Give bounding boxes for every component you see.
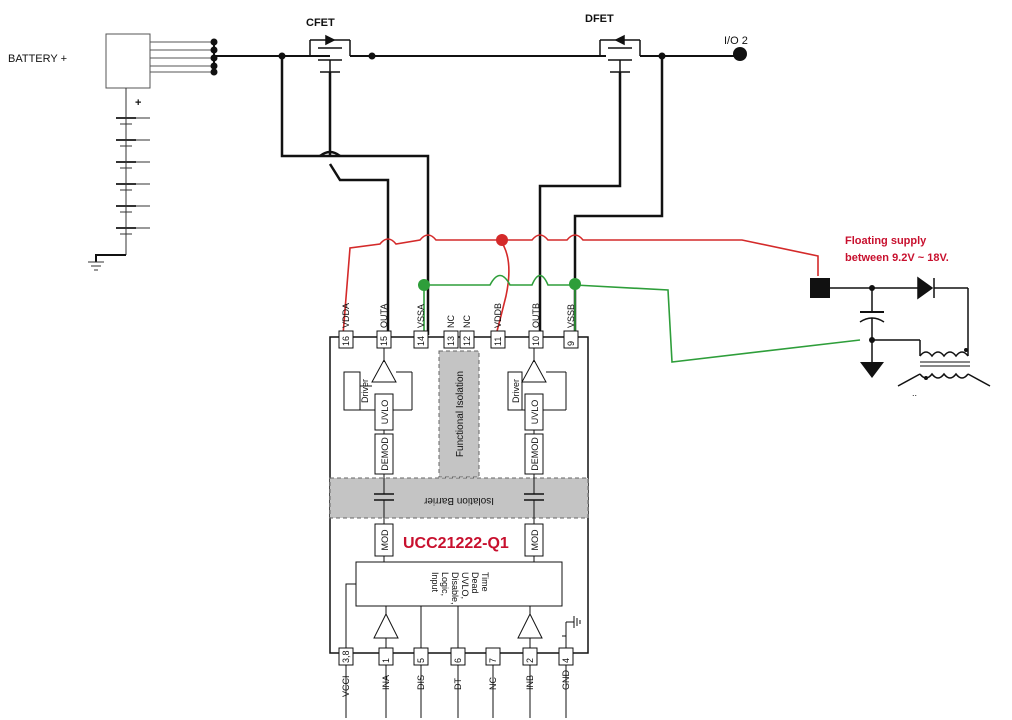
supply-circuit (830, 276, 969, 362)
svg-text:..: .. (912, 388, 917, 398)
top-pin-number-11: 11 (493, 337, 503, 346)
top-pin-box-12 (459, 330, 475, 349)
top-pin-name-nc-13: NC (446, 315, 456, 328)
battery-connector-box (105, 33, 151, 89)
battery-cell-stack (116, 88, 150, 255)
input-logic-text: Input Logic, Disable, UVLO, Dead Time (430, 572, 490, 605)
green-return-wire (423, 274, 861, 363)
uvlo-b-label: UVLO (530, 400, 540, 425)
top-pin-number-13: 13 (446, 336, 456, 346)
cfet-mosfet-icon (309, 34, 351, 73)
bottom-pin-number-3,8: 3,8 (341, 650, 351, 663)
battery-ground-wire (95, 254, 126, 262)
chip-name: UCC21222-Q1 (403, 535, 509, 552)
green-junction-dot-right (569, 278, 581, 290)
connector-wires (150, 41, 214, 73)
red-junction-dot (496, 234, 508, 246)
green-junction-dot-left (418, 279, 430, 291)
top-pin-number-16: 16 (341, 336, 351, 346)
battery-plus: + (135, 97, 141, 109)
top-pin-number-15: 15 (379, 336, 389, 346)
svg-text:Logic,: Logic, (440, 572, 450, 596)
bottom-pin-number-5: 5 (416, 658, 426, 663)
functional-isolation-block (438, 350, 480, 478)
io-terminal (733, 47, 747, 61)
mod-a-label: MOD (380, 529, 390, 550)
top-pin-name-nc-12: NC (462, 315, 472, 328)
top-pin-box-15 (376, 330, 392, 349)
ground-icon (88, 261, 104, 271)
top-pin-box-10 (528, 330, 544, 349)
top-pin-number-14: 14 (416, 336, 426, 346)
top-pin-box-13 (443, 330, 459, 349)
chip-ground-icon (566, 616, 581, 628)
bottom-pin-number-2: 2 (525, 658, 535, 663)
bottom-pin-number-7: 7 (488, 658, 498, 663)
svg-text:Time: Time (480, 572, 490, 592)
top-pin-number-10: 10 (531, 336, 541, 346)
driver-a-label: Driver (360, 379, 370, 403)
functional-isolation-label: Functional Isolation (455, 371, 466, 457)
isolation-barrier (329, 477, 589, 519)
top-pin-name-vddb-11: VDDB (493, 303, 503, 328)
mod-b-label: MOD (530, 529, 540, 550)
top-pin-name-vdda-16: VDDA (341, 303, 351, 328)
input-logic-block (355, 561, 563, 607)
top-pin-box-9 (563, 330, 579, 349)
top-pin-name-vssb-9: VSSB (566, 304, 576, 328)
battery-label: BATTERY + (8, 53, 67, 65)
demod-b-label: DEMOD (530, 437, 540, 471)
channel-a (343, 346, 413, 562)
uvlo-a-label: UVLO (380, 400, 390, 425)
bottom-pin-number-4: 4 (561, 658, 571, 663)
io-label: I/O 2 (724, 35, 748, 47)
dfet-label: DFET (585, 13, 614, 25)
svg-text:Input: Input (430, 572, 440, 593)
channel-b (507, 346, 567, 562)
input-buffers (345, 583, 567, 648)
demod-a-label: DEMOD (380, 437, 390, 471)
top-pin-name-outa-15: OUTA (379, 304, 389, 328)
top-pin-name-vssa-14: VSSA (416, 304, 426, 328)
isolation-barrier-label: Isolation Barrier (423, 495, 494, 506)
bottom-pin-number-1: 1 (381, 658, 391, 663)
svg-text:UVLO,: UVLO, (460, 572, 470, 599)
supply-terminal (810, 278, 830, 298)
top-pin-box-11 (490, 330, 506, 349)
bottom-pin-number-6: 6 (453, 658, 463, 663)
svg-text:Disable,: Disable, (450, 572, 460, 605)
cfet-label: CFET (306, 17, 335, 29)
supply-ground-icon (860, 362, 884, 378)
red-supply-wire (342, 234, 819, 336)
dfet-mosfet-icon (599, 34, 641, 73)
battery-label-group: BATTERY + (8, 53, 67, 65)
top-pin-number-12: 12 (462, 336, 472, 346)
supply-line2: between 9.2V ~ 18V. (845, 252, 949, 264)
svg-text:Dead: Dead (470, 572, 480, 594)
top-pins: 16 VDDA 15 OUTA 14 VSSA 13 NC 12 NC 11 VDDB 10 OUTB 9 V… (338, 303, 579, 349)
top-pin-box-14 (413, 330, 429, 349)
transformer-icon (897, 351, 991, 387)
top-pin-number-9: 9 (566, 341, 576, 346)
driver-b-label: Driver (511, 379, 521, 403)
top-pin-box-16 (338, 330, 354, 349)
gate-wires (280, 56, 664, 335)
supply-line1: Floating supply (845, 235, 927, 247)
top-pin-name-outb-10: OUTB (531, 303, 541, 328)
